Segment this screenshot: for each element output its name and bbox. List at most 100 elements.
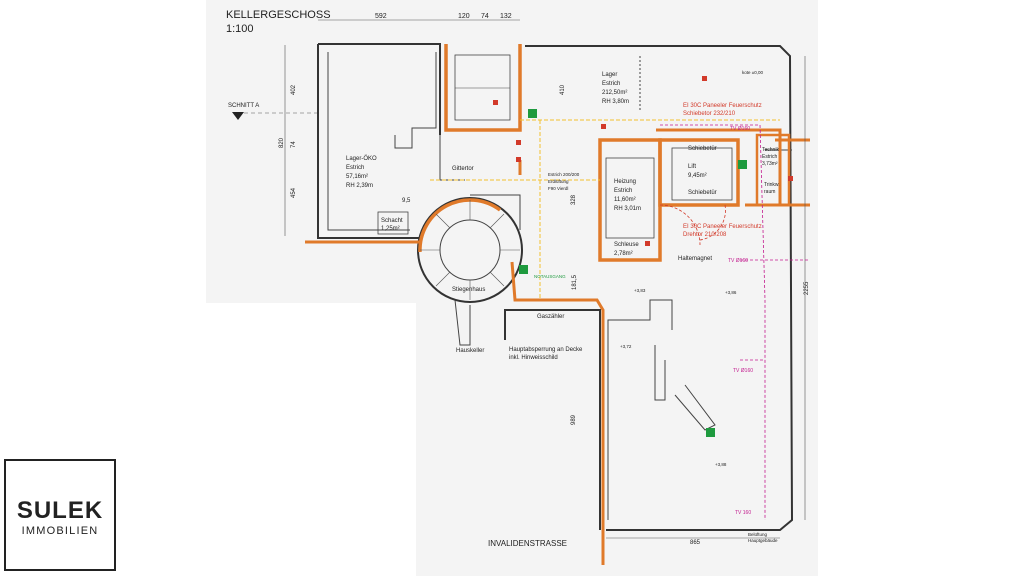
room-technik-name: Technik	[762, 147, 779, 153]
room-heizung-floor: Estrich	[614, 188, 632, 194]
stair-outer	[417, 197, 523, 303]
level-2: +3,83	[634, 288, 646, 293]
dim-top-120: 120	[458, 13, 470, 20]
wall-corridor	[439, 135, 465, 181]
room-schleuse-name: Schleuse	[614, 242, 639, 248]
dim-left-74: 74	[291, 141, 297, 148]
stair-inner	[439, 219, 501, 281]
pipe-tv-main	[660, 124, 766, 520]
room-lager-oeko-area: 57,16m²	[346, 174, 368, 180]
level-3: +3,86	[725, 290, 737, 295]
exit-sign-4	[706, 428, 715, 437]
room-lift-wall	[658, 138, 740, 207]
sulek-logo: SULEK IMMOBILIEN	[4, 459, 116, 571]
room-lift-area: 9,45m²	[688, 173, 707, 179]
note-hauptabsperrung-2: inkl. Hinweisschild	[509, 355, 558, 361]
pipe-tv-bottom: TV 160	[735, 510, 751, 516]
wall-lager-oeko-inner	[394, 52, 437, 149]
dim-left-454: 454	[291, 187, 297, 198]
room-trinkwasser: Trinkw.	[764, 182, 780, 188]
label-schiebetuer-bottom: Schiebetür	[688, 190, 717, 196]
dim-left-820: 820	[279, 137, 285, 148]
stair-steps	[420, 200, 520, 300]
room-lager-floor: Estrich	[602, 81, 620, 87]
room-heizung-inner	[605, 157, 655, 239]
dim-mid-989: 989	[571, 414, 577, 425]
room-schacht-area: 1,25m²	[381, 226, 400, 232]
level-4: +3,72	[620, 344, 632, 349]
room-heizung-name: Heizung	[614, 179, 636, 185]
plan-title: KELLERGESCHOSS	[226, 9, 331, 21]
room-technik-floor: Estrich	[762, 154, 778, 160]
dim-left-402: 402	[291, 84, 297, 95]
dim-top-592: 592	[375, 13, 387, 20]
room-lager-oeko-name: Lager-ÖKO	[346, 155, 377, 162]
wall-south-inner	[504, 309, 601, 530]
fire-note-1-line1: EI 30C Paneeler Feuerschutz	[683, 103, 762, 109]
pipe-tv-top: TV Ø160	[730, 126, 750, 132]
label-notausgang: NOTAUSGANG	[534, 274, 566, 279]
note-f90: F90 Vierdl	[548, 186, 568, 191]
door-swing-lift	[699, 204, 726, 241]
wall-east	[525, 45, 794, 531]
street-label: INVALIDENSTRASSE	[488, 539, 567, 548]
wall-stair-hall	[470, 194, 521, 230]
level-5: +3,88	[715, 462, 727, 467]
label-gaszaehler: Gaszähler	[537, 314, 564, 320]
wall-stair-leg	[454, 299, 471, 346]
room-schleuse-area: 2,78m²	[614, 251, 633, 257]
note-hauptabsperrung-1: Hauptabsperrung an Decke	[509, 347, 583, 353]
exit-sign-3	[519, 265, 528, 274]
wall-ramp	[674, 384, 716, 431]
exit-sign-2	[738, 160, 747, 169]
room-technik-wall	[755, 133, 791, 207]
fire-wall-top-right	[656, 128, 782, 205]
room-schacht-name: Schacht	[381, 218, 403, 224]
note-belueftung-2: Hauptgebäude	[748, 538, 778, 543]
label-schiebetuer-top: Schiebetür	[688, 146, 717, 152]
label-hauskeller: Hauskeller	[456, 348, 484, 354]
dim-top-132: 132	[500, 13, 512, 20]
room-lager-area: 212,50m²	[602, 90, 627, 96]
stair-fire-wall	[418, 198, 502, 253]
level-1: kote ±0,00	[742, 70, 763, 75]
dim-mid-328: 328	[571, 194, 577, 205]
pipe-tv-mid-label: TV Ø160	[728, 258, 748, 264]
room-raum: raum	[764, 189, 775, 195]
room-schacht-box	[377, 211, 409, 235]
section-marker-arrow	[232, 112, 244, 120]
note-erdlueftung: Erdlüftung	[548, 179, 569, 184]
note-estrich: Estrich 200/200	[548, 172, 580, 177]
exit-sign-1	[528, 109, 537, 118]
red-markers	[493, 76, 793, 246]
label-schnitt-width: 9,5	[402, 198, 411, 204]
wall-west-inner	[327, 52, 410, 231]
dim-mid-410: 410	[560, 84, 566, 95]
fire-note-1-line2: Schiebetor 232/210	[683, 111, 736, 117]
fire-wall-stair-upper	[444, 44, 522, 132]
plan-sheet-cutout	[206, 303, 416, 576]
dim-right-2255: 2255	[804, 281, 810, 295]
fire-note-2-line1: EI 30C Paneeler Feuerschutz	[683, 224, 762, 230]
door-swing-heizung	[659, 204, 701, 246]
wall-column	[654, 345, 666, 401]
stair-upper-box	[454, 54, 511, 121]
section-marker-label: SCHNITT A	[228, 103, 259, 109]
plan-scale: 1:100	[226, 23, 254, 35]
wall-north-left	[318, 43, 441, 135]
room-stiegenhaus: Stiegenhaus	[452, 287, 485, 293]
room-lager-name: Lager	[602, 72, 617, 78]
fire-note-2-line2: Drehtor 210/208	[683, 232, 727, 238]
label-gitterter: Gittertor	[452, 166, 474, 172]
logo-sub: IMMOBILIEN	[21, 525, 99, 537]
room-technik-area: 3,73m²	[762, 161, 778, 167]
wall-west	[317, 44, 420, 239]
room-lift-inner	[671, 147, 733, 201]
room-lager-oeko-height: RH 2,39m	[346, 183, 373, 189]
note-belueftung-1: Belüftung	[748, 532, 768, 537]
logo-name: SULEK	[16, 497, 104, 524]
room-heizung-height: RH 3,01m	[614, 206, 641, 212]
room-lager-height: RH 3,80m	[602, 99, 629, 105]
dim-top-74: 74	[481, 13, 489, 20]
label-haltemagnet: Haltemagnet	[678, 256, 712, 262]
